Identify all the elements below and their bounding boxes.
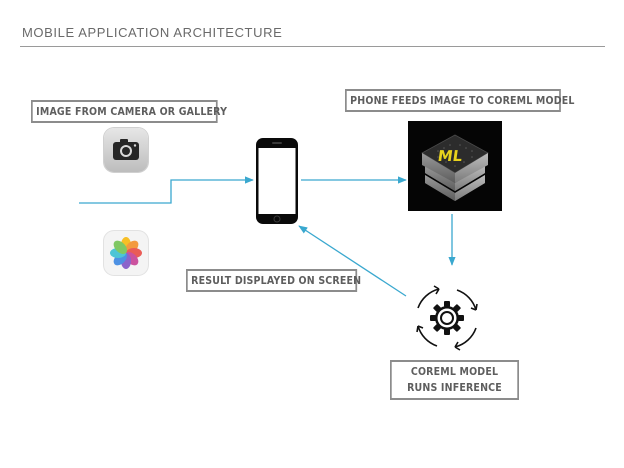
result-displayed-label: RESULT DISPLAYED ON SCREEN: [186, 269, 361, 292]
gear-cycle-icon: [410, 283, 484, 353]
image-source-label: IMAGE FROM CAMERA OR GALLERY: [31, 100, 227, 123]
title-divider: [20, 46, 605, 47]
camera-app-icon: [104, 128, 148, 172]
arrow-source-to-phone: [79, 176, 254, 204]
page-title: MOBILE APPLICATION ARCHITECTURE: [22, 25, 283, 40]
photos-app-icon: [104, 231, 148, 275]
phone-feeds-label: PHONE FEEDS IMAGE TO COREML MODEL: [345, 89, 574, 112]
coreml-logo-text: ML: [437, 147, 464, 165]
coreml-logo-icon: ML: [408, 121, 502, 211]
smartphone-icon: [255, 137, 299, 225]
coreml-runs-label: COREML MODEL RUNS INFERENCE: [390, 360, 519, 400]
